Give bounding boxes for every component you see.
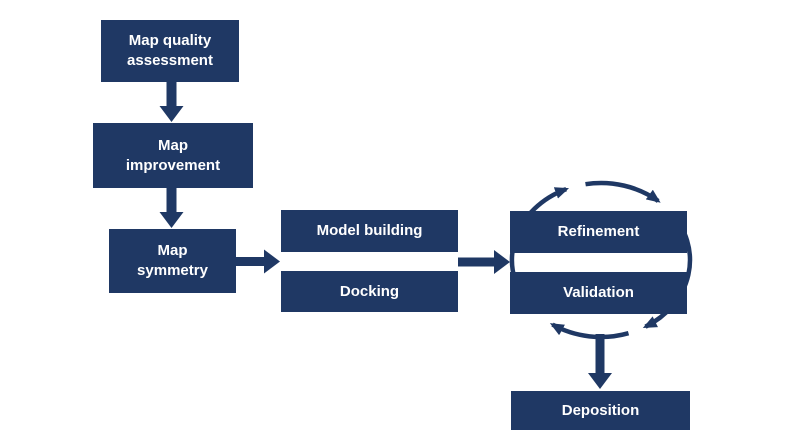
cycle-arc-bottom-left xyxy=(549,322,630,340)
node-label: Map quality assessment xyxy=(127,32,213,69)
cycle-arc-top-right xyxy=(585,180,661,203)
node-map-improvement: Map improvement xyxy=(93,123,253,188)
node-label: Map improvement xyxy=(125,136,221,174)
node-map-symmetry: Map symmetry xyxy=(109,229,236,293)
node-map-quality-assessment: Map quality assessment xyxy=(101,20,239,82)
node-label: Validation xyxy=(563,284,634,301)
node-validation: Validation xyxy=(510,272,687,314)
node-label: Map symmetry xyxy=(137,242,208,279)
node-label: Docking xyxy=(339,282,400,300)
node-label: Deposition xyxy=(561,401,640,419)
node-deposition: Deposition xyxy=(511,391,690,430)
node-label: Model building xyxy=(316,222,423,239)
node-label: Refinement xyxy=(557,223,640,240)
node-refinement: Refinement xyxy=(510,211,687,253)
node-docking: Docking xyxy=(281,271,458,312)
node-model-building: Model building xyxy=(281,210,458,252)
